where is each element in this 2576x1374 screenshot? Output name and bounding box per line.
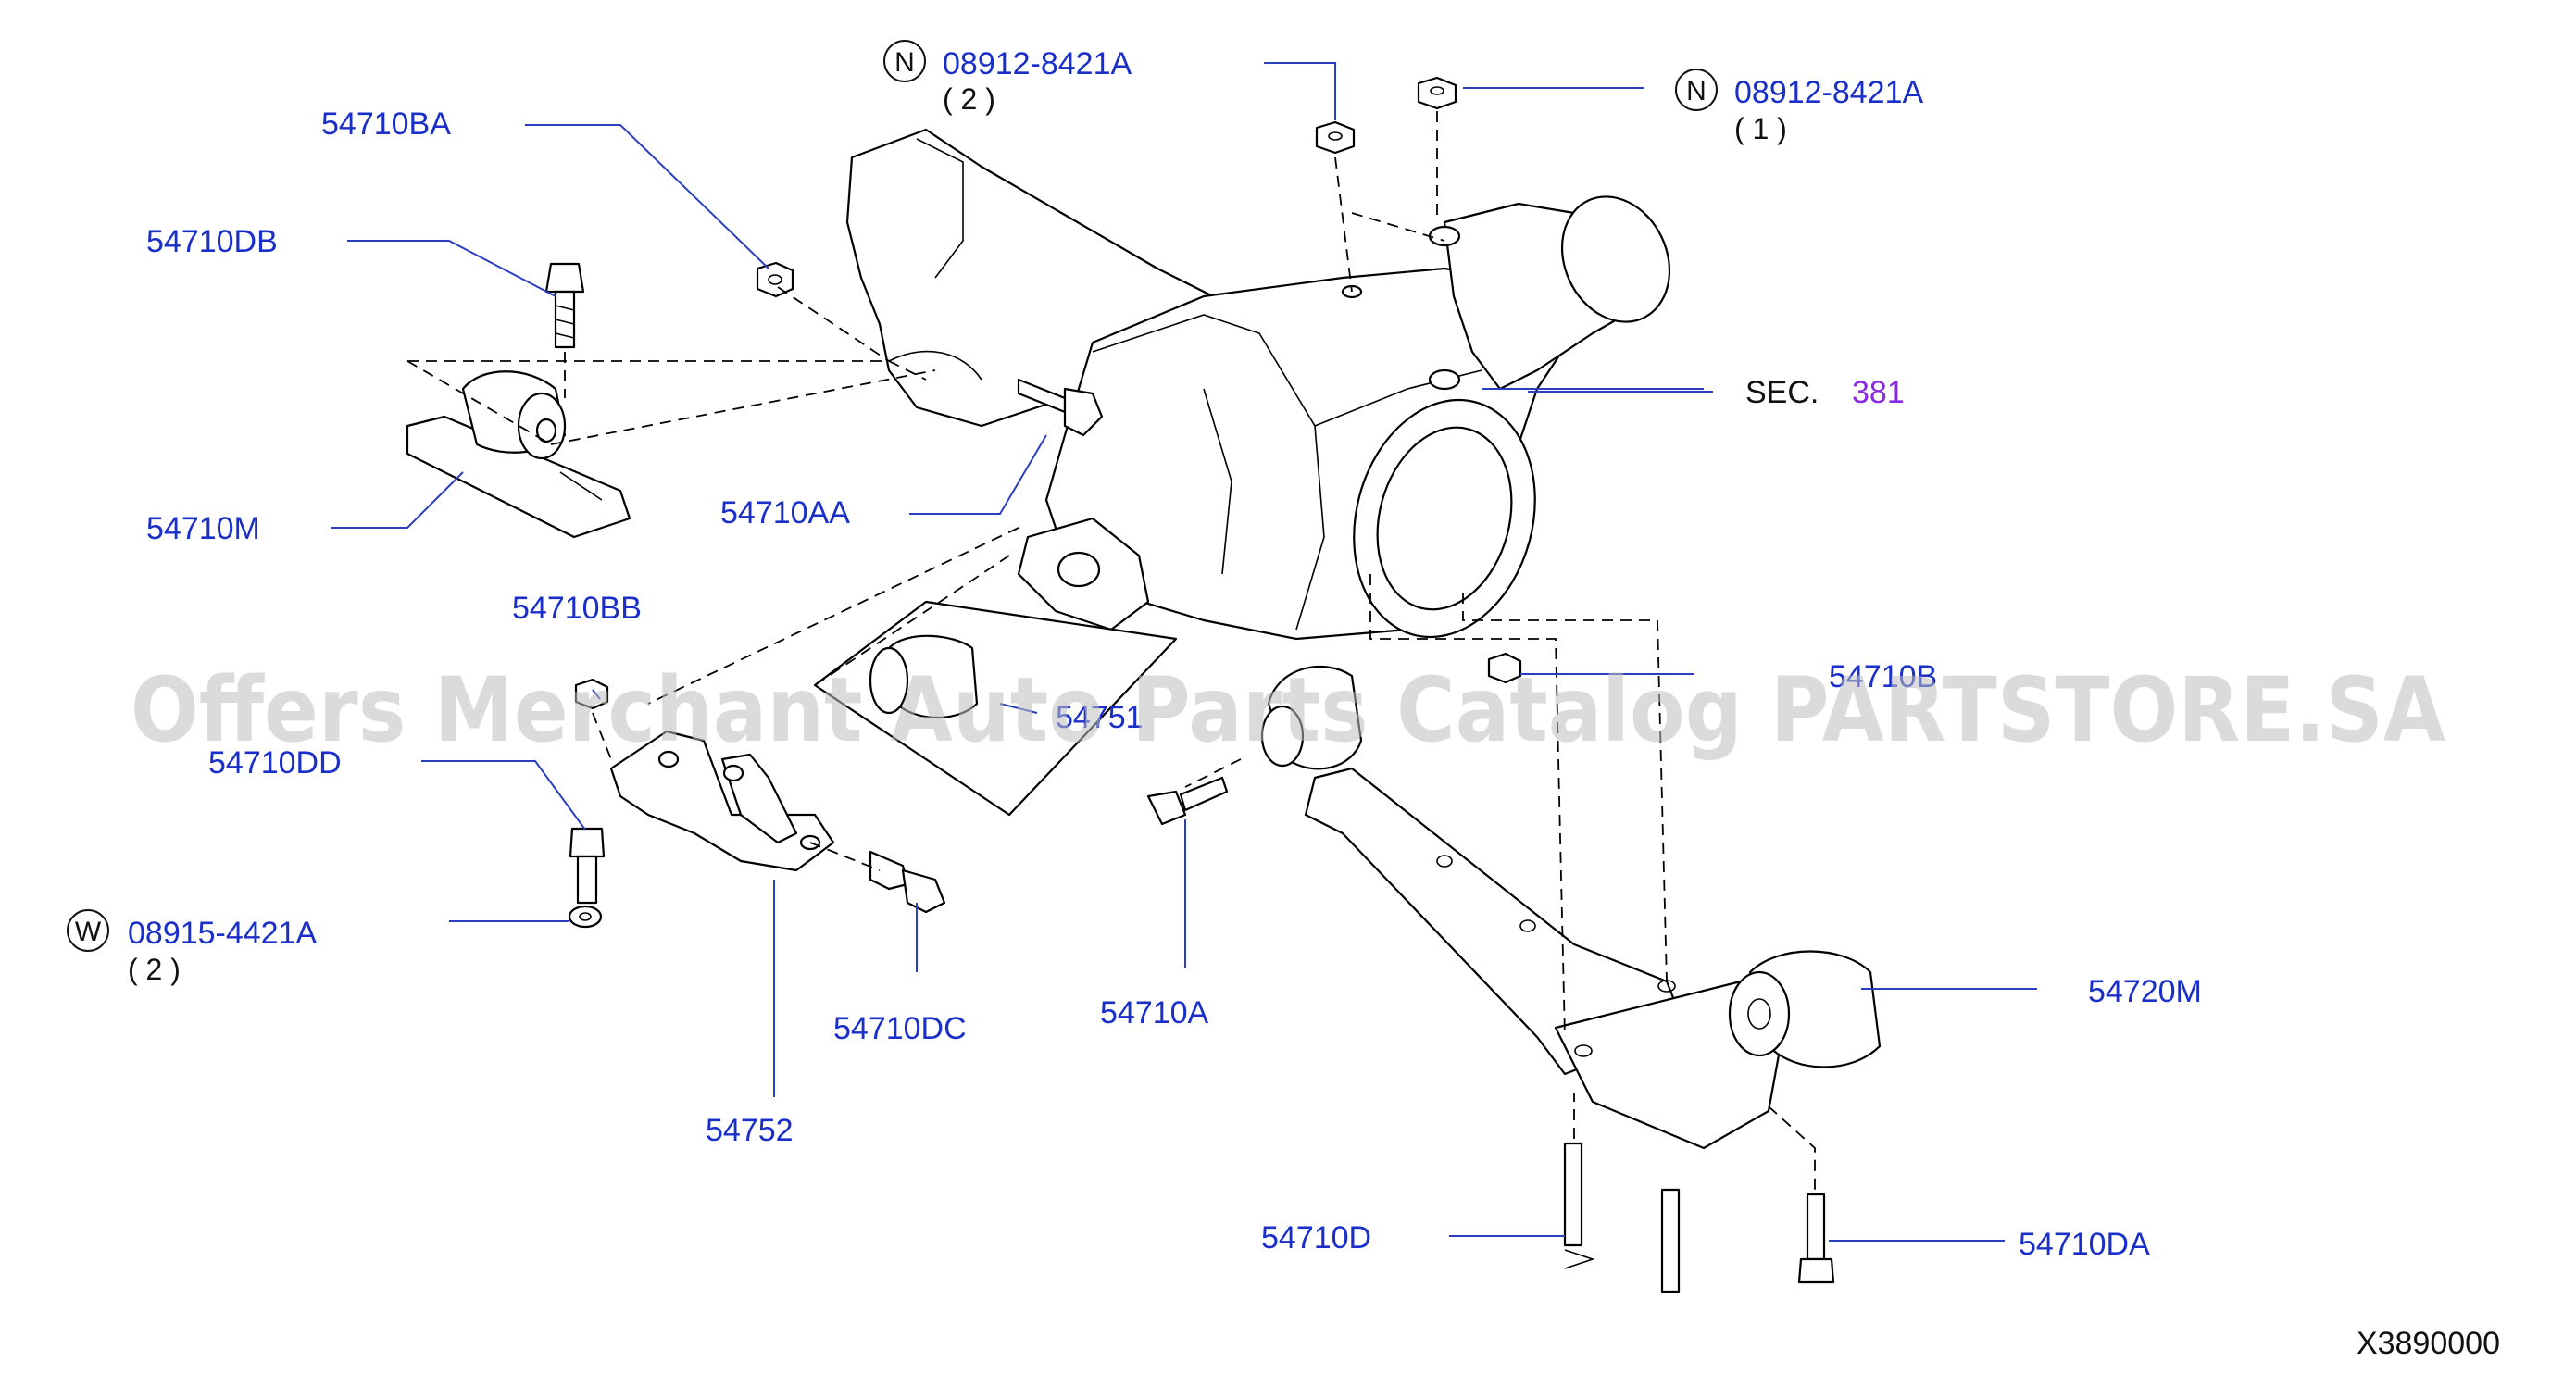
nut-part-number-label[interactable]: 08912-8421A xyxy=(1734,75,1924,110)
section-prefix: SEC. xyxy=(1745,375,1819,410)
bolt-54710DD-drawing xyxy=(569,827,606,905)
leader-lines xyxy=(331,62,2037,1242)
bolt-54710DA-drawing xyxy=(1797,1193,1835,1284)
washer-part-number-label[interactable]: 08915-4421A xyxy=(128,916,318,951)
part-label-54710BA[interactable]: 54710BA xyxy=(321,106,451,142)
assembly-dashed-lines xyxy=(406,111,1816,1194)
nut-symbol-circle xyxy=(883,40,926,82)
washer-callout[interactable]: W 08915-4421A ( 2 ) xyxy=(67,909,318,986)
nut-part-number-label[interactable]: 08912-8421A xyxy=(943,46,1132,81)
washer-symbol-letter: W xyxy=(75,917,102,947)
bolt-54710DC-drawing xyxy=(869,850,946,914)
watermark-text: Offers Merchant Auto Parts Catalog PARTS… xyxy=(131,658,2445,762)
bushing-54751-drawing xyxy=(813,600,1178,817)
nut-quantity-label: ( 1 ) xyxy=(1734,112,1787,145)
part-label-54710AA[interactable]: 54710AA xyxy=(720,495,850,531)
bolt-54710AA-drawing xyxy=(1017,378,1104,437)
nut-symbol-letter: N xyxy=(894,47,915,78)
part-label-54710BB[interactable]: 54710BB xyxy=(512,591,642,626)
nut-54710BA-drawing xyxy=(756,261,794,298)
part-label-54720M[interactable]: 54720M xyxy=(2088,974,2202,1009)
part-label-54710DB[interactable]: 54710DB xyxy=(146,224,278,259)
nut-54710BB-drawing xyxy=(574,678,609,710)
bolt-54710A-drawing xyxy=(1146,776,1229,826)
section-number-link[interactable]: 381 xyxy=(1852,375,1905,410)
bolt-54710DB-drawing xyxy=(544,262,585,349)
bolt-54710D-drawing xyxy=(1563,1142,1681,1293)
part-label-54710D[interactable]: 54710D xyxy=(1261,1220,1371,1255)
part-label-54710A[interactable]: 54710A xyxy=(1100,995,1209,1030)
figure-code: X3890000 xyxy=(2357,1326,2500,1361)
member-54720M-drawing xyxy=(1260,665,1882,1150)
part-label-54710DA[interactable]: 54710DA xyxy=(2019,1227,2150,1262)
part-label-54710DC[interactable]: 54710DC xyxy=(833,1011,967,1046)
part-label-54710B[interactable]: 54710B xyxy=(1829,659,1937,694)
nut-08912-top-left-drawing xyxy=(1315,120,1356,155)
mount-54710M-drawing xyxy=(406,370,631,539)
nut-callout-1[interactable]: N 08912-8421A ( 2 ) xyxy=(883,40,1132,116)
part-label-54752[interactable]: 54752 xyxy=(706,1113,794,1148)
nut-symbol-circle xyxy=(1675,69,1718,111)
washer-quantity-label: ( 2 ) xyxy=(128,953,181,986)
nut-08912-top-right-drawing xyxy=(1417,76,1457,110)
nut-callout-2[interactable]: N 08912-8421A ( 1 ) xyxy=(1675,69,1924,145)
part-label-54710M[interactable]: 54710M xyxy=(146,511,260,546)
washer-symbol-circle xyxy=(67,909,109,952)
part-label-54751[interactable]: 54751 xyxy=(1056,700,1144,735)
nut-quantity-label: ( 2 ) xyxy=(943,82,995,116)
part-label-54710DD[interactable]: 54710DD xyxy=(208,745,342,781)
bracket-54752-drawing xyxy=(609,730,835,872)
nut-symbol-letter: N xyxy=(1686,76,1707,106)
washer-08915-drawing xyxy=(568,905,603,929)
section-reference[interactable]: SEC. 381 xyxy=(1528,375,1905,410)
nut-54710B-drawing xyxy=(1487,652,1522,684)
differential-carrier-drawing xyxy=(845,128,1671,641)
